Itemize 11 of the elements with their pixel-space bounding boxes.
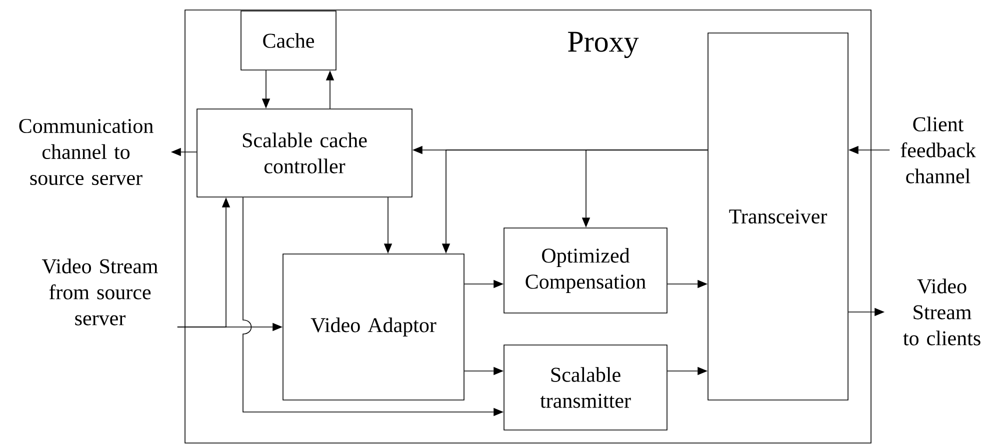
port-label: Client feedback channel: [900, 116, 976, 184]
process-box: Cache: [240, 10, 336, 70]
process-box: Scalable cache controller: [196, 108, 412, 198]
process-box: Scalable transmitter: [504, 344, 668, 430]
box-title: Proxy: [568, 32, 639, 58]
process-box: Optimized Compensation: [504, 228, 668, 314]
port-label: Video Stream to clients: [903, 278, 980, 346]
process-box: Video Adaptor: [282, 254, 464, 400]
process-box: Transceiver: [708, 32, 848, 400]
port-label: Communication channel to source server: [19, 118, 154, 186]
port-label: Video Stream from source server: [42, 258, 158, 326]
